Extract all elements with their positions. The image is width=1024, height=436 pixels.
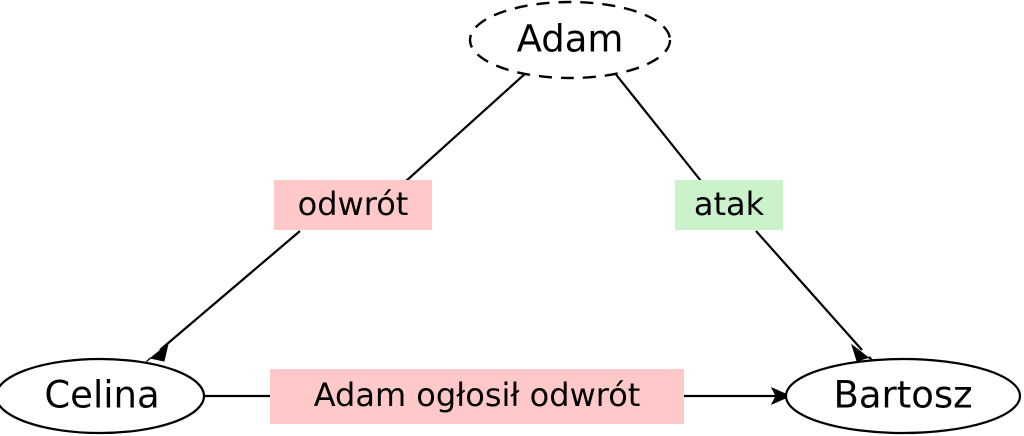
edge-adam-celina-upper-segment [404,71,528,183]
edge-adam-bartosz-lower-segment [755,230,863,351]
edge-label-atak-background [675,180,783,230]
node-celina[interactable]: Celina [0,357,206,435]
node-bartosz-label: Bartosz [833,374,972,417]
node-celina-label: Celina [44,374,159,417]
edge-label-atak-text: atak [694,185,765,223]
edge-label-odwrot-text: odwrót [298,185,409,223]
edge-label-atak[interactable]: atak [675,180,783,230]
node-adam[interactable]: Adam [468,0,672,80]
edge-label-odwrot[interactable]: odwrót [274,180,432,230]
edge-adam-celina-arrowhead [145,342,169,363]
node-celina-ellipse [0,357,206,435]
node-bartosz-ellipse [784,357,1022,435]
edge-adam-celina-lower-segment [159,230,301,351]
node-adam-ellipse [468,0,672,80]
edge-adam-bartosz[interactable] [613,71,875,363]
edge-celina-bartosz[interactable] [204,386,792,406]
node-bartosz[interactable]: Bartosz [784,357,1022,435]
edge-label-adam-oglosil-odwrot-text: Adam ogłosił odwrót [314,376,641,414]
edge-label-odwrot-background [274,180,432,230]
edge-label-adam-oglosil-odwrot-background [270,369,684,424]
edge-adam-celina[interactable] [145,71,528,363]
edge-label-adam-oglosil-odwrot[interactable]: Adam ogłosił odwrót [270,369,684,424]
edge-adam-bartosz-upper-segment [613,71,702,182]
node-adam-label: Adam [517,18,624,61]
edge-celina-bartosz-arrowhead [770,386,792,406]
